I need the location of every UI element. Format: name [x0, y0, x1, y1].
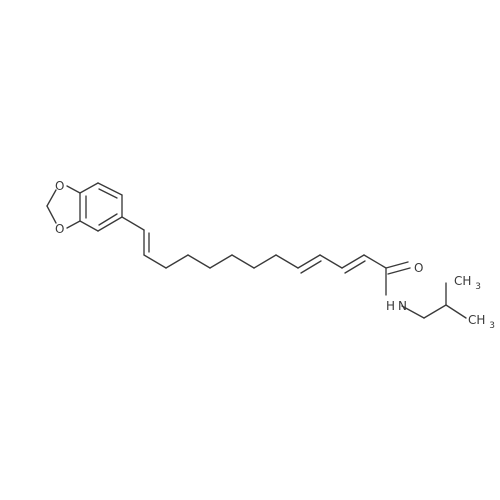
atom-ch3-top-main: CH [454, 274, 471, 288]
bond-layer [46, 182, 467, 319]
bond-chain-6 [209, 254, 233, 269]
bond-chain-11 [319, 254, 343, 269]
bond-chain-1 [121, 216, 145, 231]
bond-ring-3 [79, 220, 99, 232]
bond-chain-12b [344, 260, 366, 274]
bond-ring-inner-1 [98, 188, 118, 199]
bond-chain-12 [341, 254, 365, 269]
atom-ch3-top-sub: 3 [475, 282, 481, 292]
bond-dioxole-3 [46, 189, 57, 207]
bond-chain-10b [300, 260, 322, 274]
atom-label-layer: O O O N H CH 3 CH 3 [55, 179, 495, 331]
bond-chain-7 [231, 254, 255, 269]
atom-ch3-bottom-sub: 3 [489, 321, 495, 331]
atom-ch3-bottom: CH 3 [468, 313, 495, 331]
bond-carbonyl-1 [385, 261, 409, 269]
bond-chain-3 [143, 254, 167, 269]
atom-o-bottom: O [55, 222, 64, 236]
bond-chain-13 [363, 254, 387, 269]
bond-dioxole-4 [46, 205, 57, 224]
bond-ring-4 [97, 216, 123, 232]
bond-chain-9 [275, 254, 299, 269]
bond-ring-6 [97, 182, 123, 196]
atom-o-top: O [55, 179, 64, 193]
bond-chain-4 [165, 254, 189, 269]
bond-carbonyl-2 [387, 267, 411, 275]
atom-n: N [398, 299, 407, 313]
atom-ch3-bottom-main: CH [468, 313, 485, 327]
bond-dioxole-2 [66, 220, 81, 229]
bond-n-ch2 [401, 305, 425, 319]
atom-n-h: H [386, 299, 395, 313]
bond-chain-5 [187, 254, 211, 269]
bond-ch-ch3-bottom [445, 304, 467, 319]
bond-dioxole-1 [66, 185, 81, 194]
bond-ring-inner-2 [98, 213, 118, 226]
atom-o-carbonyl: O [414, 261, 423, 275]
bond-chain-10 [297, 254, 321, 269]
bond-chain-8 [253, 254, 277, 269]
atom-ch3-top: CH 3 [454, 274, 481, 292]
bond-ch2-ch [423, 304, 447, 319]
bond-ring-1 [79, 182, 99, 194]
